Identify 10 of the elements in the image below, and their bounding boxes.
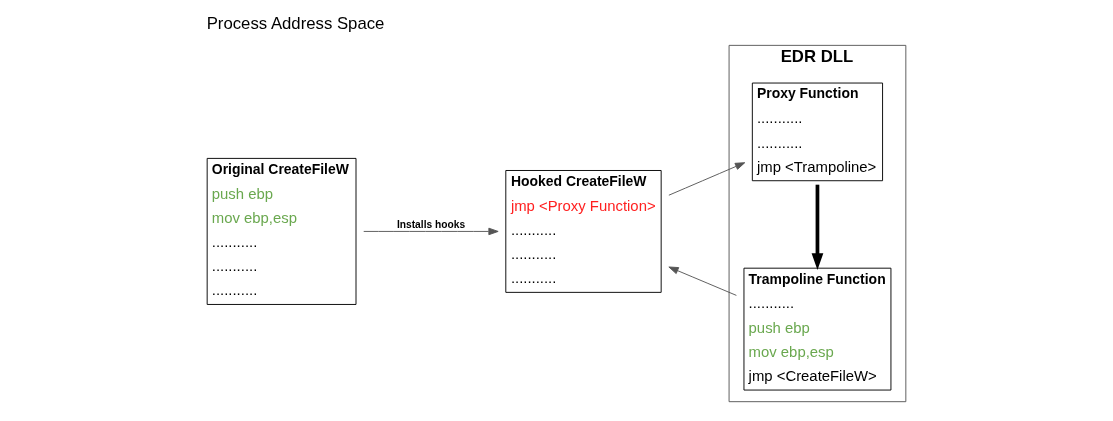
arrow — [811, 184, 824, 271]
node-box: Original CreateFileW push ebp mov ebp,esp ........... ........... ........... — [206, 157, 357, 305]
node-box: Hooked CreateFileW jmp <Proxy Function> ........... ........... ........... — [505, 170, 662, 293]
node-box: Trampoline Function ........... push ebp mov ebp,esp jmp <CreateFileW> — [743, 267, 892, 391]
edge-label: Installs hooks — [396, 218, 466, 230]
arrow — [668, 162, 746, 196]
node-box: Proxy Function ........... ........... jmp <Trampoline> — [751, 82, 884, 182]
diagram-title: Process Address Space — [206, 13, 385, 33]
arrow — [668, 266, 737, 296]
arrow — [363, 227, 499, 236]
